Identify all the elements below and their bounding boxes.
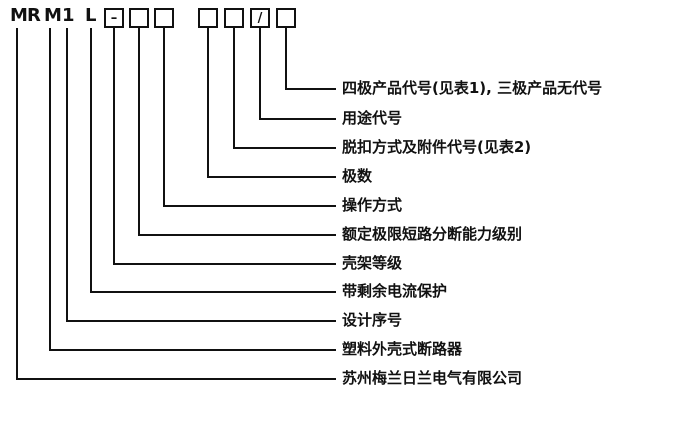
connector-vline-9	[49, 28, 51, 351]
code-box-operation	[154, 8, 174, 28]
code-box-breaking	[129, 8, 149, 28]
connector-vline-5	[138, 28, 140, 236]
label-fourpole-code: 四极产品代号(见表1), 三极产品无代号	[342, 79, 603, 97]
connector-hline-3	[207, 176, 336, 178]
connector-hline-6	[113, 263, 336, 265]
label-company: 苏州梅兰日兰电气有限公司	[342, 369, 523, 387]
connector-vline-8	[66, 28, 68, 322]
connector-vline-2	[233, 28, 235, 149]
label-frame-level: 壳架等级	[342, 254, 403, 272]
code-box-fourpole	[276, 8, 296, 28]
dash-mark: –	[110, 10, 118, 26]
connector-vline-7	[90, 28, 92, 293]
connector-hline-4	[163, 205, 336, 207]
connector-hline-10	[16, 378, 336, 380]
connector-hline-2	[233, 147, 336, 149]
code-letter-m1: M	[10, 5, 28, 26]
label-poles: 极数	[342, 167, 373, 185]
code-box-frame: –	[104, 8, 124, 28]
code-box-purpose: /	[250, 8, 270, 28]
code-box-poles	[198, 8, 218, 28]
connector-vline-3	[207, 28, 209, 178]
label-purpose-code: 用途代号	[342, 109, 403, 127]
code-letter-r: R	[27, 5, 41, 26]
connector-hline-1	[259, 118, 336, 120]
code-letter-l: L	[85, 5, 97, 26]
label-operation-mode: 操作方式	[342, 196, 403, 214]
connector-hline-8	[66, 320, 336, 322]
label-trip-accessory: 脱扣方式及附件代号(见表2)	[342, 138, 532, 156]
label-residual-current: 带剩余电流保护	[342, 282, 448, 300]
connector-vline-10	[16, 28, 18, 380]
connector-vline-1	[259, 28, 261, 120]
code-digit-1: 1	[62, 5, 75, 26]
connector-hline-0	[285, 88, 336, 90]
code-letter-m2: M	[44, 5, 62, 26]
connector-hline-7	[90, 291, 336, 293]
slash-mark: /	[257, 10, 263, 26]
connector-vline-0	[285, 28, 287, 90]
connector-vline-4	[163, 28, 165, 207]
connector-hline-5	[138, 234, 336, 236]
label-breaking-capacity: 额定极限短路分断能力级别	[342, 225, 523, 243]
connector-hline-9	[49, 349, 336, 351]
connector-vline-6	[113, 28, 115, 265]
code-box-trip	[224, 8, 244, 28]
label-design-serial: 设计序号	[342, 311, 403, 329]
label-mccb: 塑料外壳式断路器	[342, 340, 463, 358]
